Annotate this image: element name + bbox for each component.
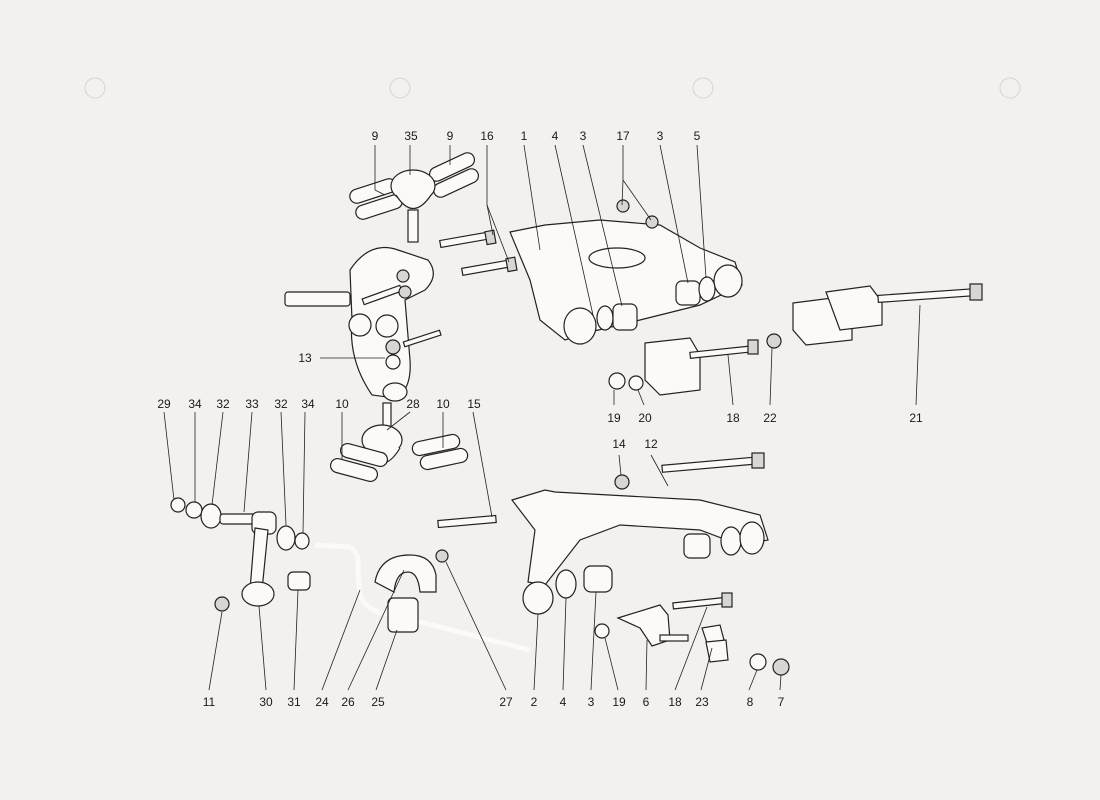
callout-13: 13 xyxy=(298,351,312,365)
upper-wishbone-part xyxy=(509,219,743,345)
callout-leaders xyxy=(163,144,921,691)
callout-35: 35 xyxy=(404,129,418,143)
callout-32: 32 xyxy=(216,397,230,411)
callout-29: 29 xyxy=(157,397,171,411)
callout-34: 34 xyxy=(188,397,202,411)
callout-18: 18 xyxy=(726,411,740,425)
callout-9: 9 xyxy=(447,129,454,143)
callout-20: 20 xyxy=(638,411,652,425)
callout-3: 3 xyxy=(580,129,587,143)
callout-17: 17 xyxy=(616,129,630,143)
callout-18: 18 xyxy=(668,695,682,709)
callout-32: 32 xyxy=(274,397,288,411)
upper-arm-bushings-part xyxy=(596,199,716,331)
callout-22: 22 xyxy=(763,411,777,425)
upper-ball-joint-part xyxy=(349,152,480,243)
callout-19: 19 xyxy=(607,411,621,425)
callout-25: 25 xyxy=(371,695,385,709)
callout-19: 19 xyxy=(612,695,626,709)
callout-5: 5 xyxy=(694,129,701,143)
chassis-brackets-part xyxy=(608,283,983,396)
callout-12: 12 xyxy=(644,437,658,451)
lower-wishbone-part xyxy=(437,452,769,615)
callout-34: 34 xyxy=(301,397,315,411)
callout-33: 33 xyxy=(245,397,259,411)
callout-9: 9 xyxy=(372,129,379,143)
callout-4: 4 xyxy=(552,129,559,143)
callout-23: 23 xyxy=(695,695,709,709)
bolts-16-part xyxy=(439,229,518,276)
callout-26: 26 xyxy=(341,695,355,709)
callout-31: 31 xyxy=(287,695,301,709)
callout-labels: 9 35 9 16 1 4 3 17 3 5 13 19 20 18 22 21… xyxy=(157,129,923,709)
callout-28: 28 xyxy=(406,397,420,411)
lower-bracket-and-nuts-part xyxy=(594,592,790,676)
callout-3: 3 xyxy=(588,695,595,709)
lower-ball-joint-part xyxy=(329,402,469,482)
anti-roll-bar-part xyxy=(314,542,531,653)
callout-10: 10 xyxy=(436,397,450,411)
callout-3: 3 xyxy=(657,129,664,143)
anti-roll-link-part xyxy=(170,497,311,612)
hub-carrier-part xyxy=(284,246,442,402)
callout-4: 4 xyxy=(560,695,567,709)
callout-10: 10 xyxy=(335,397,349,411)
callout-21: 21 xyxy=(909,411,923,425)
binder-hole-marks xyxy=(84,77,1021,99)
callout-30: 30 xyxy=(259,695,273,709)
callout-7: 7 xyxy=(778,695,785,709)
callout-27: 27 xyxy=(499,695,513,709)
callout-16: 16 xyxy=(480,129,494,143)
callout-6: 6 xyxy=(643,695,650,709)
callout-24: 24 xyxy=(315,695,329,709)
callout-11: 11 xyxy=(203,695,216,709)
callout-1: 1 xyxy=(521,129,528,143)
callout-15: 15 xyxy=(467,397,481,411)
callout-2: 2 xyxy=(531,695,538,709)
callout-8: 8 xyxy=(747,695,754,709)
callout-14: 14 xyxy=(612,437,626,451)
